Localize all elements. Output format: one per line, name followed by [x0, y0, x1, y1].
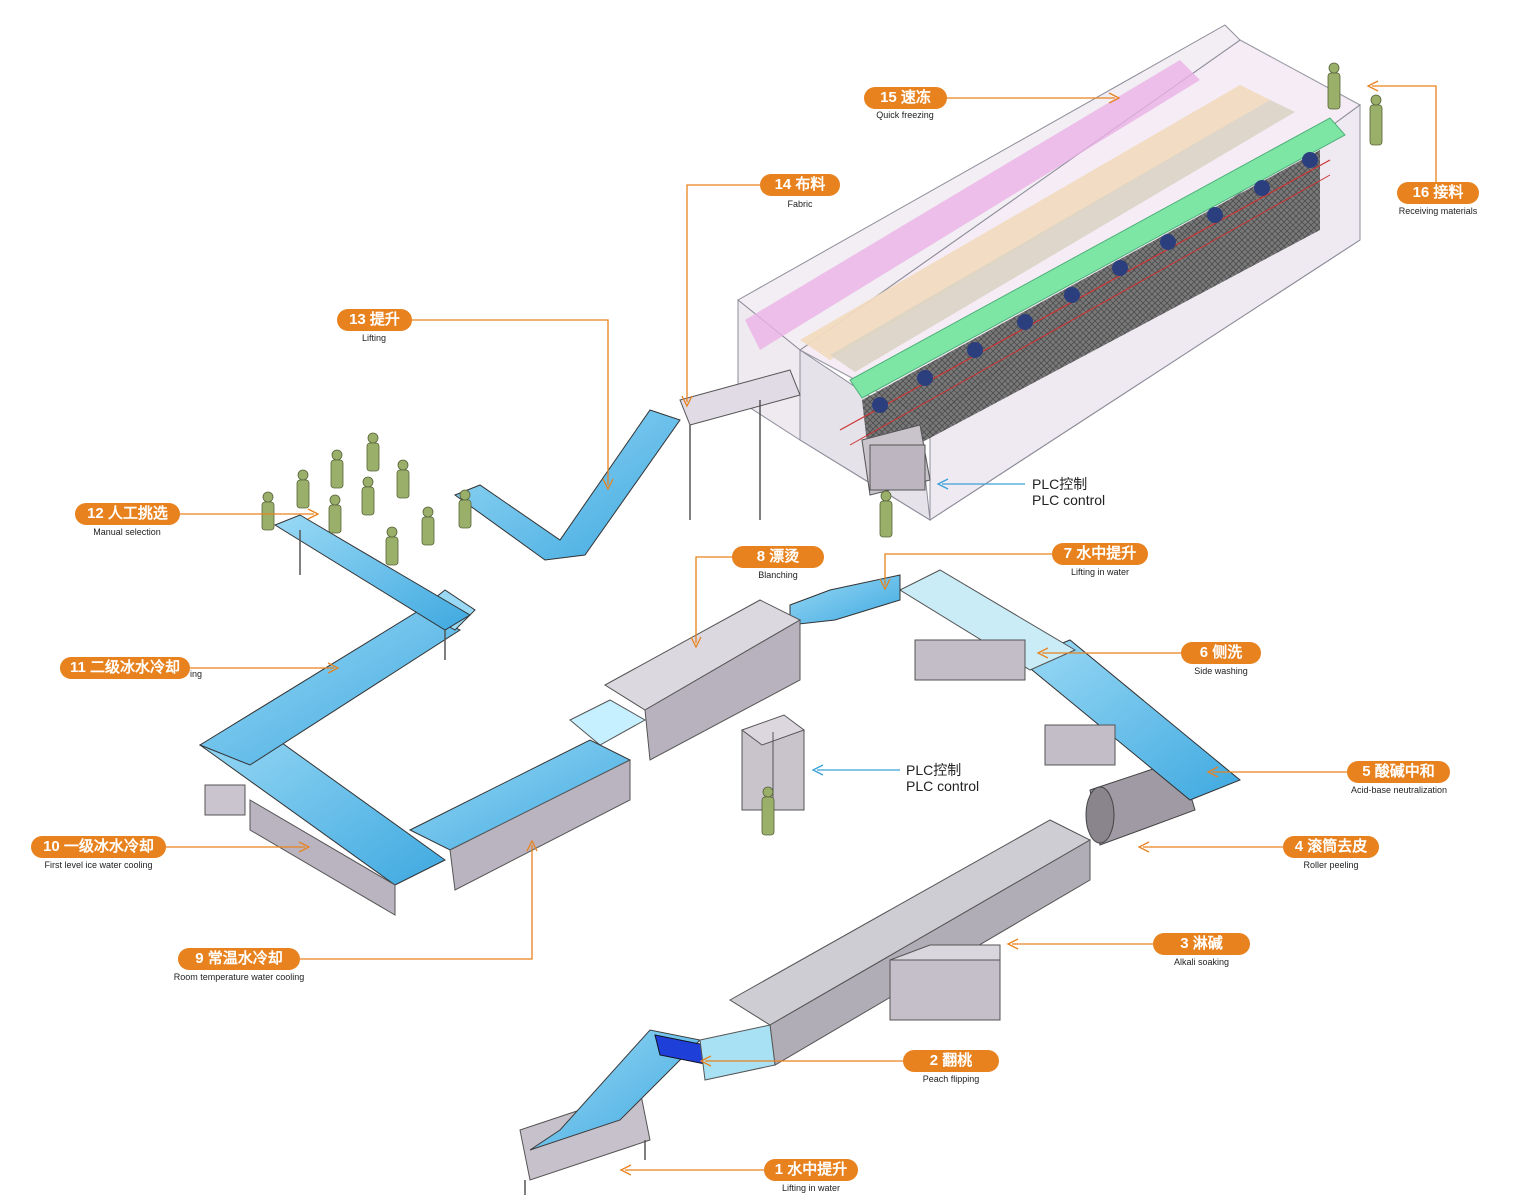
step-5-label: 5 酸碱中和 [1347, 761, 1450, 783]
workers [261, 62, 1383, 836]
step-7-subtitle: Lifting in water [1070, 567, 1130, 577]
step-15-subtitle: Quick freezing [876, 110, 934, 120]
plc-label-middle-en: PLC control [906, 778, 980, 794]
leader-5-head [1206, 766, 1219, 778]
plc-label-middle-cn: PLC控制 [906, 762, 962, 778]
step-11-subtitle: ing [190, 669, 203, 679]
worker [761, 786, 775, 836]
step-7-label: 7 水中提升 [1052, 543, 1148, 565]
lifting-conveyor-7 [789, 574, 901, 626]
quick-freezer [737, 24, 1362, 521]
callout-leaders [166, 80, 1437, 1176]
leader-4-head [1137, 841, 1150, 853]
worker [261, 491, 275, 531]
leader-12-head [307, 508, 320, 520]
step-1-subtitle: Lifting in water [781, 1183, 841, 1193]
step-5-subtitle: Acid-base neutralization [1350, 785, 1448, 795]
plc-label-middle: PLC控制 PLC control [906, 762, 979, 794]
leader-8 [695, 556, 732, 643]
plc-leader-1-head [936, 478, 949, 490]
worker [1327, 62, 1341, 110]
leader-10-head [298, 841, 311, 853]
leader-14-head [681, 395, 693, 408]
leader-8-head [690, 636, 702, 649]
step-1-label: 1 水中提升 [764, 1159, 858, 1181]
plc-leaders [811, 478, 1025, 776]
manual-selection-conveyor [273, 514, 471, 660]
leader-7 [884, 553, 1052, 585]
step-2-subtitle: Peach flipping [922, 1074, 980, 1084]
worker [421, 506, 435, 546]
step-10-label: 10 一级冰水冷却 [31, 836, 166, 858]
leader-2-head [699, 1055, 712, 1067]
plc-leader-2-head [811, 764, 824, 776]
step-8-subtitle: Blanching [758, 570, 798, 580]
step-13-label: 13 提升 [337, 309, 412, 331]
leader-11-head [327, 662, 340, 674]
leader-9 [300, 845, 533, 960]
step-9-subtitle: Room temperature water cooling [173, 972, 305, 982]
leader-6-head [1036, 647, 1049, 659]
worker [396, 459, 410, 499]
room-temp-cooling-conveyor [408, 739, 632, 891]
worker [328, 494, 342, 534]
step-9-label: 9 常温水冷却 [178, 948, 300, 970]
plc-label-top: PLC控制 PLC control [1032, 476, 1105, 508]
worker [330, 449, 344, 489]
leader-7-head [879, 578, 891, 591]
worker [879, 490, 893, 538]
step-14-subtitle: Fabric [787, 199, 813, 209]
leader-15-head [1108, 92, 1121, 104]
alkali-tunnel [699, 819, 1092, 1081]
step-11-label: 11 二级冰水冷却 [60, 657, 190, 679]
step-12-subtitle: Manual selection [93, 527, 161, 537]
leader-13-head [602, 478, 614, 491]
blanching-machine [569, 599, 802, 761]
leader-13 [412, 319, 609, 485]
step-4-label: 4 滚筒去皮 [1283, 836, 1379, 858]
worker [296, 469, 310, 509]
plc-label-top-cn: PLC控制 [1032, 476, 1088, 492]
step-10-subtitle: First level ice water cooling [44, 860, 153, 870]
step-15-label: 15 速冻 [864, 87, 947, 109]
step-16-label: 16 接料 [1397, 182, 1479, 204]
step-16-subtitle: Receiving materials [1398, 206, 1478, 216]
leader-9-head [526, 839, 538, 852]
leader-3-head [1006, 938, 1019, 950]
worker [1369, 94, 1383, 146]
leader-14 [686, 184, 760, 402]
step-4-subtitle: Roller peeling [1303, 860, 1359, 870]
side-washing-conveyor [898, 569, 1241, 801]
step-14-label: 14 布料 [760, 174, 840, 196]
leader-1-head [619, 1164, 632, 1176]
step-3-label: 3 淋碱 [1153, 933, 1250, 955]
worker [366, 432, 380, 472]
lifting-conveyor-1 [519, 1029, 711, 1195]
ice-water-cooling-1 [199, 719, 446, 916]
step-6-subtitle: Side washing [1194, 666, 1248, 676]
step-2-label: 2 翻桃 [903, 1050, 999, 1072]
worker [385, 526, 399, 566]
step-12-label: 12 人工挑选 [75, 503, 180, 525]
leader-16-head [1366, 80, 1379, 92]
plc-cabinet [740, 424, 931, 811]
step-13-subtitle: Lifting [361, 333, 387, 343]
leader-16 [1372, 85, 1437, 184]
step-8-label: 8 漂烫 [732, 546, 824, 568]
plc-label-top-en: PLC control [1032, 492, 1106, 508]
lifting-conveyor-13 [453, 369, 801, 561]
worker [361, 476, 375, 516]
step-6-label: 6 侧洗 [1181, 642, 1261, 664]
step-3-subtitle: Alkali soaking [1173, 957, 1230, 967]
worker [458, 489, 472, 529]
